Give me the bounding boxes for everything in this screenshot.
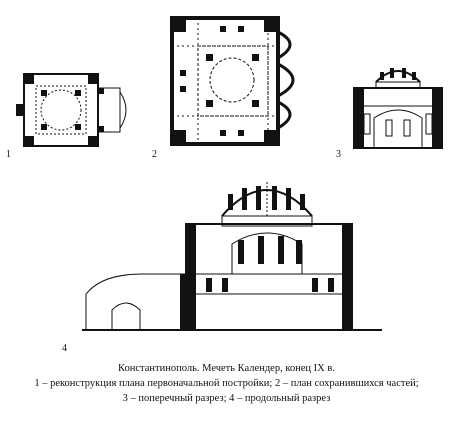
figure-2-number: 2 — [152, 149, 157, 160]
figure-1-plan-reconstruction — [14, 70, 134, 150]
caption-line-3: 3 – поперечный разрез; 4 – продольный ра… — [122, 393, 331, 404]
figure-4-number: 4 — [62, 343, 67, 354]
figure-2-plan-surviving — [168, 14, 318, 148]
section-4-drawing — [82, 182, 382, 331]
plan-2-drawing — [170, 16, 295, 146]
figure-3-cross-section — [350, 58, 446, 150]
figure-1-number: 1 — [6, 149, 11, 160]
plan-1-drawing — [16, 73, 127, 147]
figure-3-number: 3 — [336, 149, 341, 160]
caption-title: Константинополь. Мечеть Календер, конец … — [118, 363, 335, 374]
figure-4-longitudinal-section — [82, 174, 382, 332]
section-3-drawing — [353, 68, 443, 149]
caption-line-2: 1 – реконструкция плана первоначальной п… — [34, 378, 419, 389]
